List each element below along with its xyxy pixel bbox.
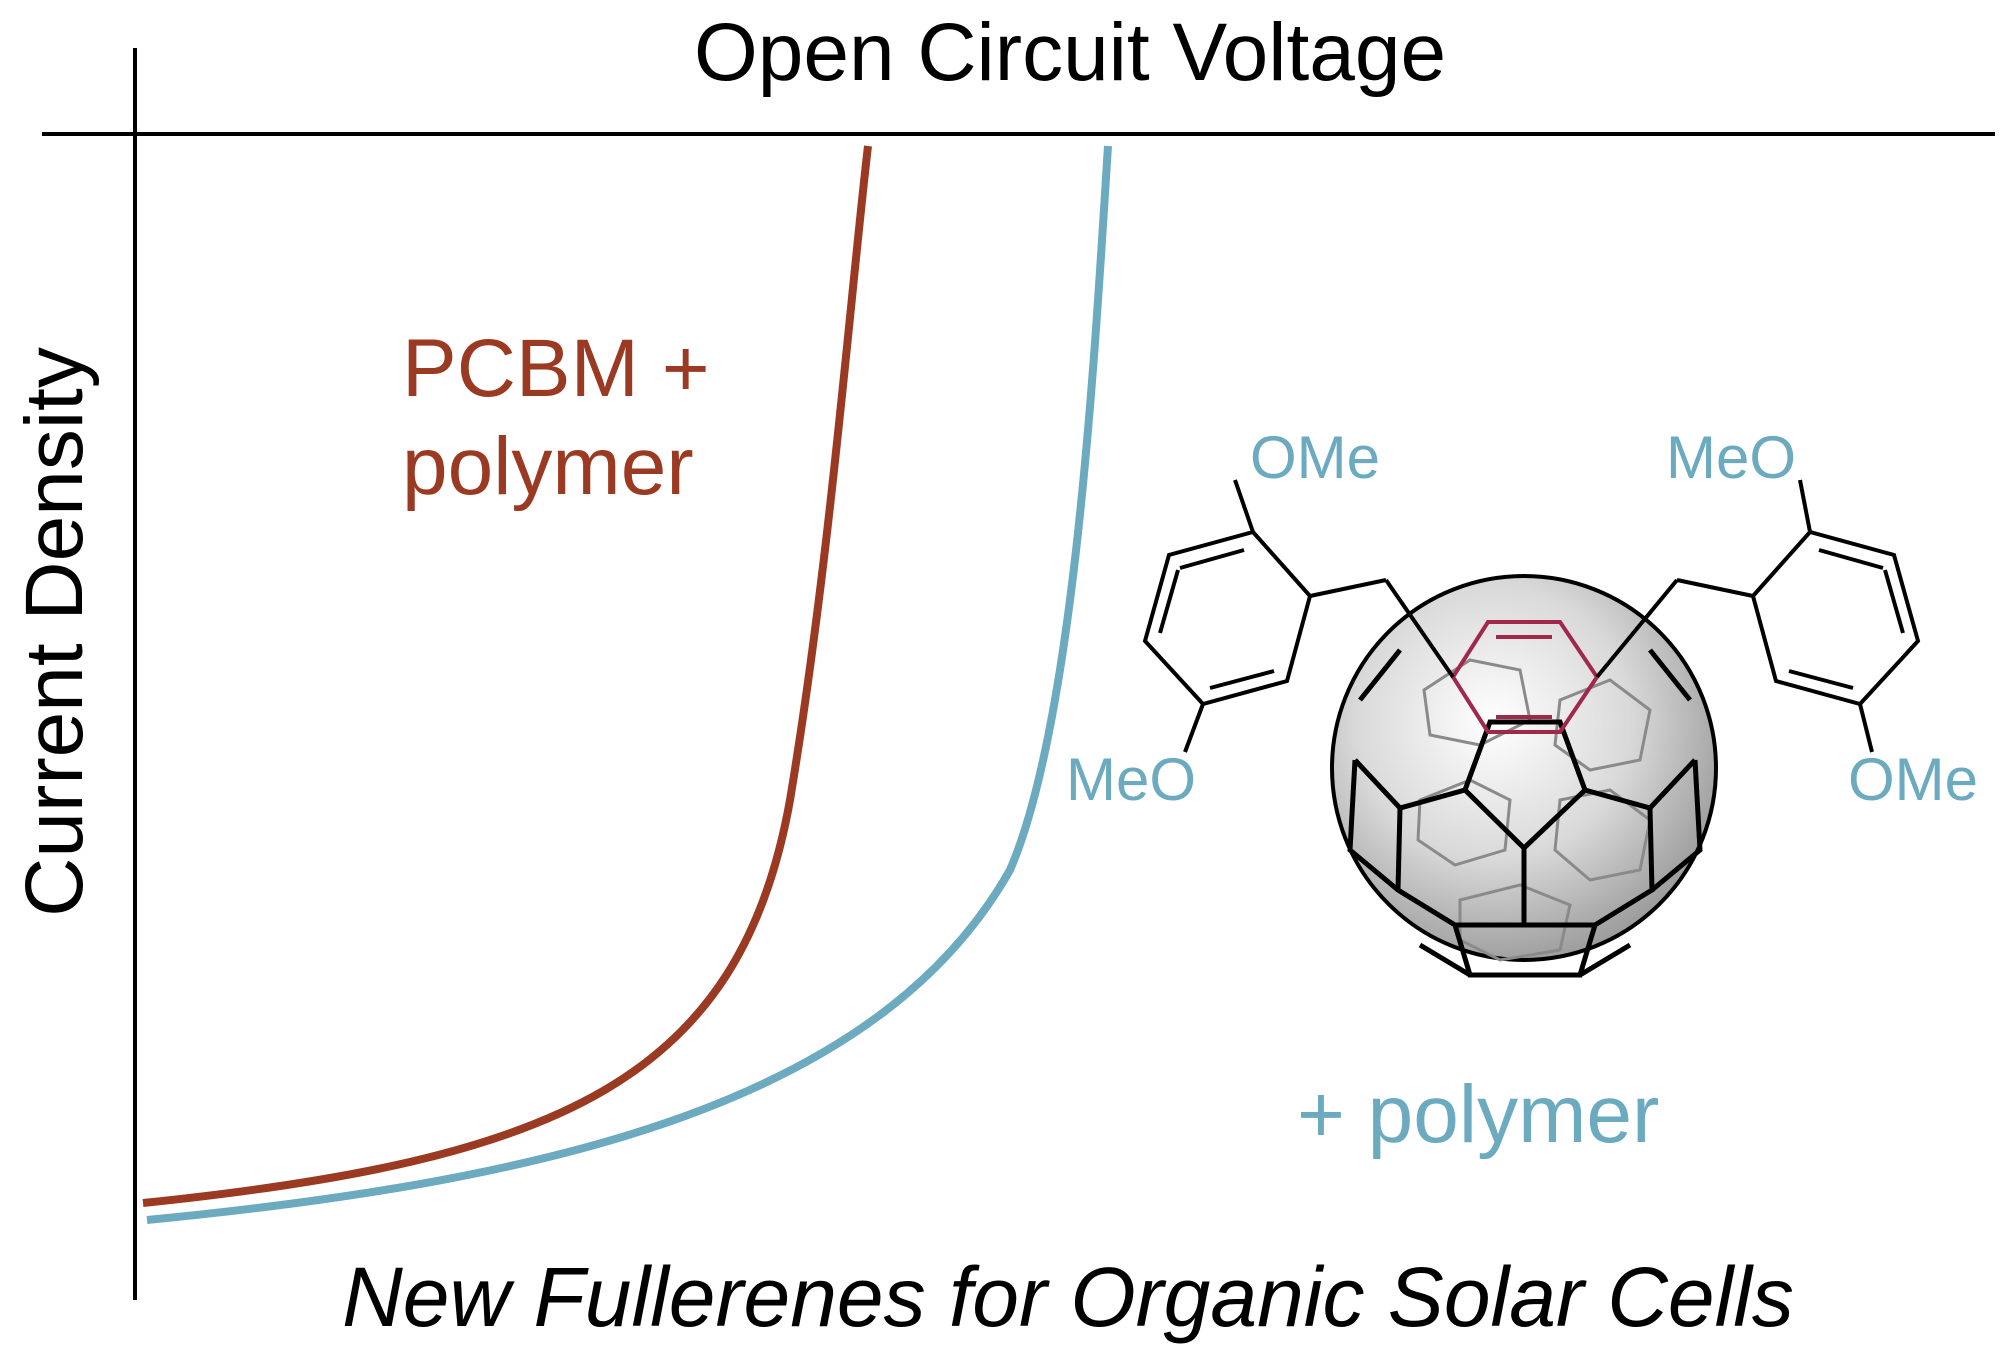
right-ch2-bond-1: [1676, 578, 1754, 598]
fullerene-molecule: OMe MeO MeO OMe: [1066, 424, 1978, 978]
right-ome-bond-bottom: [1858, 703, 1874, 753]
substituent-label-bottom-left: MeO: [1066, 746, 1196, 813]
polymer-label: + polymer: [1297, 1069, 1659, 1160]
substituent-label-top-right: MeO: [1666, 424, 1796, 491]
new-fullerene-curve: [146, 145, 1112, 1224]
fullerene-cage: [1330, 574, 1718, 962]
left-aryl-ring: [1142, 479, 1455, 753]
left-ome-bond-top: [1233, 479, 1255, 533]
left-ome-bond-bottom: [1183, 703, 1205, 753]
right-ch2-bond-2: [1595, 578, 1679, 679]
substituent-label-bottom-right: OMe: [1848, 746, 1978, 813]
pcbm-curve: [142, 145, 872, 1207]
substituent-label-top-left: OMe: [1250, 424, 1380, 491]
pcbm-label-line1: PCBM +: [402, 323, 710, 414]
left-ch2-bond-2: [1384, 578, 1455, 679]
left-ch2-bond-1: [1309, 578, 1387, 598]
y-axis-label: Current Density: [9, 347, 100, 917]
right-aryl-ring: [1595, 479, 1921, 753]
footer-title: New Fullerenes for Organic Solar Cells: [342, 1250, 1794, 1344]
top-axis-label: Open Circuit Voltage: [694, 7, 1446, 98]
fullerene-front-bonds: [1347, 648, 1703, 978]
right-ome-bond-top: [1798, 479, 1812, 533]
pcbm-label-line2: polymer: [402, 421, 694, 512]
